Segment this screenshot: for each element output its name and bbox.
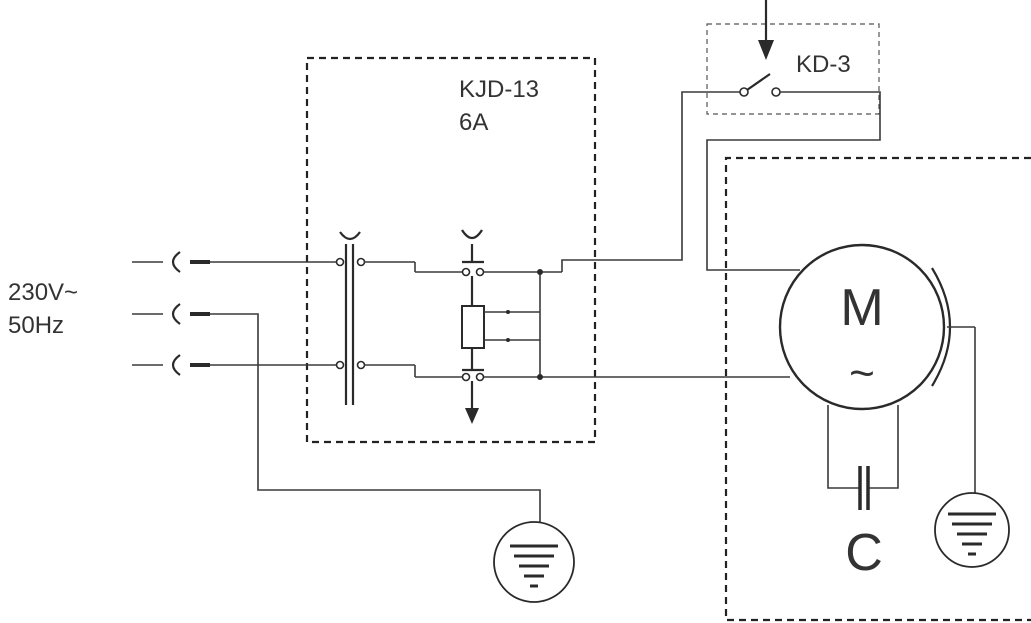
protector-rating-label: 6A	[459, 109, 488, 136]
ground-icon	[493, 521, 575, 603]
actuator-arrow-icon	[758, 40, 774, 60]
protector-model-label: KJD-13	[459, 76, 539, 103]
motor-ac-symbol: ~	[849, 349, 875, 398]
actuator-arrow-icon	[465, 408, 479, 424]
ground-icon	[934, 492, 1010, 568]
capacitor-symbol: C	[845, 524, 883, 582]
supply-voltage-label: 230V~	[8, 279, 78, 306]
switch-model-label: KD-3	[796, 51, 851, 78]
motor: M ~	[778, 243, 975, 411]
plug-socket-icon	[132, 251, 210, 376]
protector-left-contact	[335, 231, 466, 405]
capacitor: C	[845, 466, 883, 582]
switch-box	[706, 23, 880, 115]
supply-frequency-label: 50Hz	[8, 312, 64, 339]
protector-box	[305, 56, 597, 444]
motor-symbol: M	[840, 279, 883, 337]
protector-right-contact	[461, 229, 562, 424]
switch-contact	[739, 0, 781, 97]
